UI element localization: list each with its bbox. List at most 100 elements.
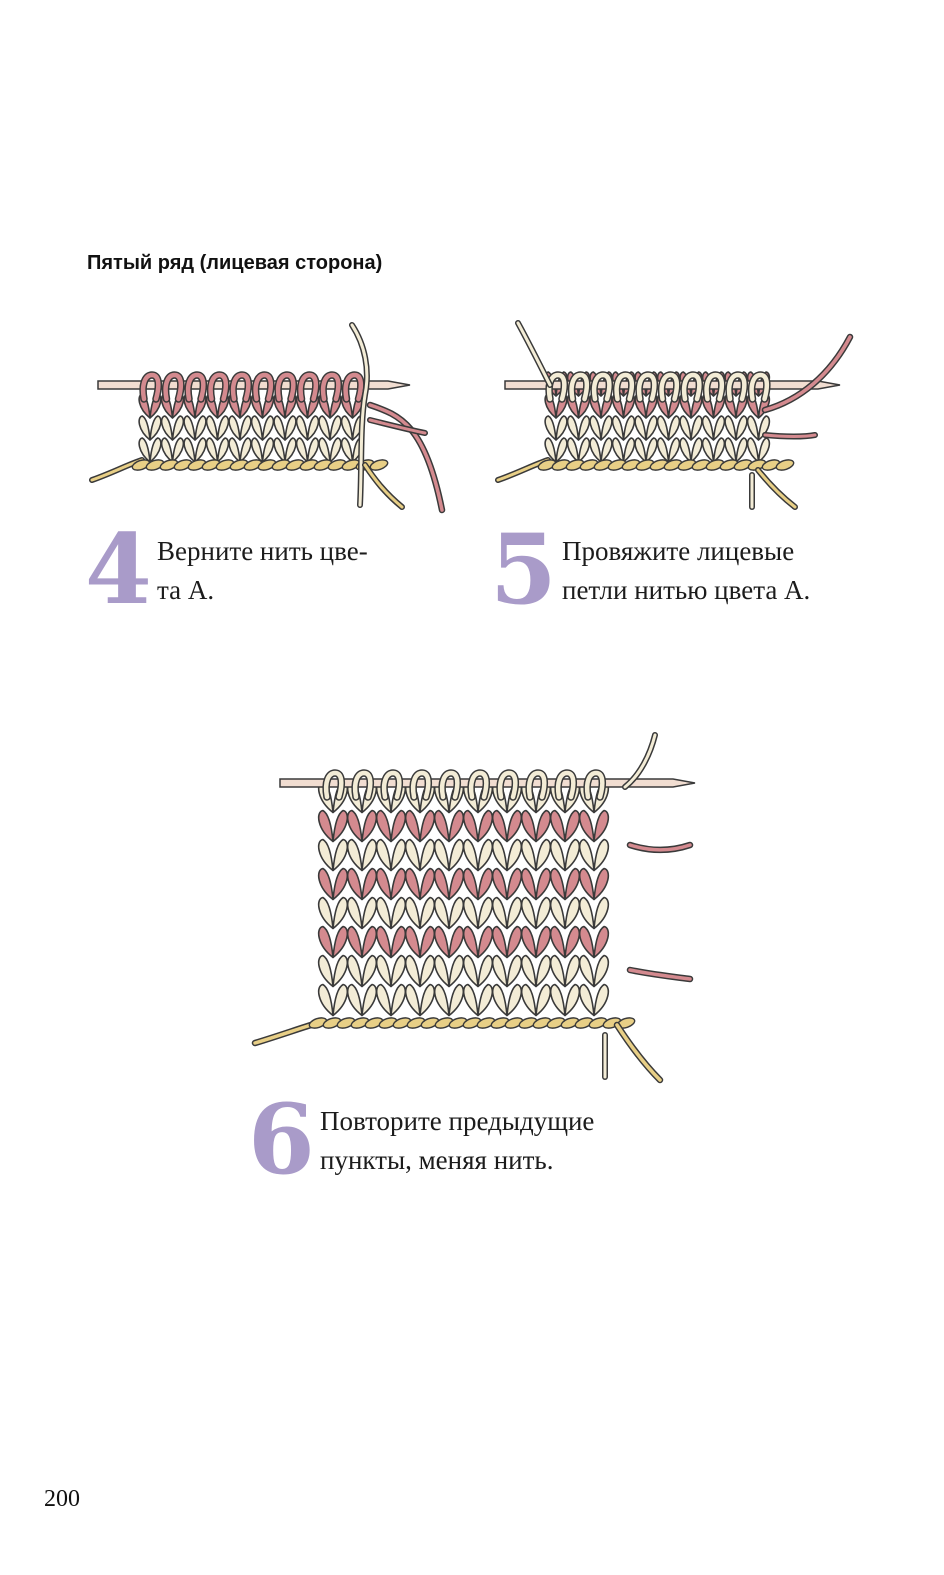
stitch-leg	[332, 809, 349, 843]
stitch-leg	[535, 809, 552, 843]
stitch-leg	[701, 437, 715, 463]
stitch-leg	[506, 809, 523, 843]
stitch-leg	[634, 415, 647, 441]
stitch-leg	[433, 983, 450, 1017]
stitch-leg	[419, 838, 436, 872]
stitch-leg	[194, 415, 207, 441]
yarn-strand	[253, 1021, 319, 1045]
stitch-leg	[506, 867, 523, 901]
knitting-illustration-step-5	[495, 320, 854, 510]
stitch-leg	[589, 437, 602, 463]
stitch-leg	[404, 838, 421, 872]
stitch-leg	[318, 437, 331, 463]
yarn-strand	[363, 463, 404, 509]
yarn-strand	[756, 468, 797, 509]
stitch-leg	[535, 983, 552, 1017]
stitch-leg	[491, 954, 508, 988]
stitch-leg	[340, 437, 354, 463]
stitch-leg	[149, 437, 162, 463]
stitch-leg	[419, 983, 436, 1017]
stitch-leg	[250, 415, 264, 441]
stitch-leg	[549, 838, 566, 872]
stitch-leg	[506, 838, 523, 872]
stitch-leg	[317, 954, 334, 988]
stitch-leg	[757, 415, 771, 441]
stitch-leg	[724, 415, 737, 441]
stitch-leg	[634, 437, 647, 463]
stitch-leg	[506, 983, 523, 1017]
step-number: 6	[248, 1083, 315, 1196]
needle-loop	[468, 770, 489, 800]
stitch-leg	[361, 983, 378, 1017]
stitch-leg	[361, 896, 378, 930]
cast-on-loop	[775, 459, 795, 471]
needle-loop	[569, 372, 590, 402]
stitch-leg	[564, 838, 581, 872]
stitch-leg	[228, 415, 241, 441]
knitting-needle	[504, 380, 841, 390]
stitch-leg	[611, 415, 625, 441]
stitch-leg	[390, 867, 407, 901]
stitch-leg	[611, 437, 625, 463]
needle-loop	[140, 372, 161, 402]
stitch-leg	[346, 954, 363, 988]
needle-loop	[208, 372, 229, 402]
stitch-leg	[346, 925, 363, 959]
stitch-leg	[361, 954, 378, 988]
needle-loop	[726, 372, 747, 402]
stitch-leg	[433, 809, 450, 843]
stitch-leg	[462, 925, 479, 959]
stitch-leg	[329, 415, 342, 441]
stitch-leg	[593, 925, 610, 959]
stitch-leg	[332, 838, 349, 872]
needle-loop	[659, 372, 680, 402]
stitch-leg	[239, 437, 252, 463]
needle-loop	[591, 372, 612, 402]
stitch-leg	[555, 437, 568, 463]
needle-loop	[749, 372, 770, 402]
stitch-leg	[306, 437, 320, 463]
needle-loop	[381, 770, 402, 800]
needle-loop	[614, 372, 635, 402]
stitch-leg	[205, 415, 219, 441]
stitch-leg	[535, 867, 552, 901]
stitch-leg	[735, 437, 748, 463]
stitch-leg	[491, 896, 508, 930]
stitch-leg	[419, 925, 436, 959]
needle-loop	[439, 770, 460, 800]
stitch-leg	[564, 809, 581, 843]
stitch-leg	[448, 896, 465, 930]
stitch-leg	[346, 867, 363, 901]
stitch-leg	[549, 867, 566, 901]
stitch-leg	[555, 415, 568, 441]
stitch-leg	[317, 925, 334, 959]
stitch-leg	[317, 867, 334, 901]
stitch-leg	[273, 437, 286, 463]
stitch-leg	[578, 896, 595, 930]
stitch-leg	[506, 896, 523, 930]
stitch-leg	[317, 838, 334, 872]
yarn-strand	[763, 335, 852, 412]
stitch-leg	[448, 925, 465, 959]
page-number: 200	[44, 1486, 80, 1512]
stitch-leg	[520, 838, 537, 872]
stitch-leg	[317, 896, 334, 930]
stitch-leg	[564, 983, 581, 1017]
stitch-leg	[448, 954, 465, 988]
stitch-leg	[404, 867, 421, 901]
yarn-strand	[516, 321, 552, 387]
stitch-leg	[491, 867, 508, 901]
stitch-leg	[183, 437, 196, 463]
stitch-leg	[332, 954, 349, 988]
stitch-leg	[549, 809, 566, 843]
stitch-leg	[491, 838, 508, 872]
stitch-leg	[332, 867, 349, 901]
needle-loop	[230, 372, 251, 402]
stitch-leg	[404, 983, 421, 1017]
stitch-leg	[216, 415, 230, 441]
stitch-leg	[477, 867, 494, 901]
stitch-leg	[520, 983, 537, 1017]
stitch-leg	[593, 896, 610, 930]
stitch-leg	[375, 925, 392, 959]
stitch-leg	[448, 983, 465, 1017]
